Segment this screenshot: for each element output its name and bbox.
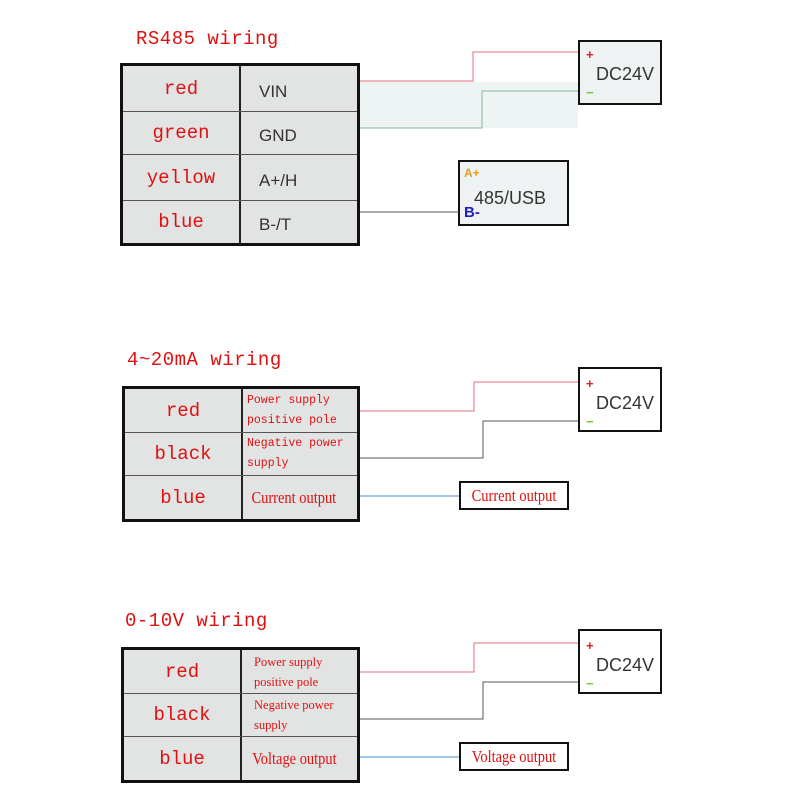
wire-red-vin — [360, 51, 578, 82]
wire-red-positive — [360, 381, 578, 412]
desc-text: Voltage output — [252, 748, 337, 768]
plus-terminal-icon: + — [586, 47, 594, 62]
minus-terminal-icon: − — [586, 85, 594, 100]
voltage-wiring-table: red Power supply positive pole black Neg… — [121, 647, 360, 783]
power-label: DC24V — [596, 393, 655, 413]
desc-line1: Negative power — [254, 698, 334, 712]
output-label: Voltage output — [471, 746, 557, 766]
wire-color-label: red — [125, 389, 243, 432]
wire-color-label: black — [124, 694, 242, 736]
dc24v-power-box: + DC24V − — [578, 629, 662, 694]
table-row: black Negative power supply — [124, 694, 357, 737]
wire-shade — [358, 82, 578, 128]
rs485-wiring-table: red VIN green GND yellow A+/H blue B-/T — [120, 63, 360, 246]
function-label: Current output — [243, 476, 357, 519]
wire-color-label: yellow — [123, 155, 241, 200]
desc-line2: supply — [254, 718, 288, 732]
desc-line2: positive pole — [254, 674, 319, 689]
signal-label: GND — [259, 126, 297, 145]
function-label: Voltage output — [242, 737, 357, 780]
current-wiring-table: red Power supply positive pole black Neg… — [122, 386, 360, 522]
wire-color-label: green — [123, 112, 241, 154]
function-label: Negative power supply — [242, 694, 357, 736]
table-row: yellow A+/H — [123, 155, 357, 201]
voltage-output-box: Voltage output — [459, 742, 569, 771]
desc-text: Current output — [251, 487, 337, 507]
wire-red-positive — [360, 642, 578, 673]
minus-terminal-icon: − — [586, 414, 594, 429]
signal-label: A+/H — [259, 170, 298, 190]
table-row: blue Voltage output — [124, 737, 357, 780]
wire-color-label: black — [125, 433, 243, 475]
power-label: DC24V — [596, 64, 655, 84]
wire-color-label: blue — [125, 476, 243, 519]
table-row: green GND — [123, 112, 357, 155]
power-label: DC24V — [596, 655, 655, 675]
a-plus-terminal: A+ — [464, 166, 480, 180]
wire-color-label: blue — [124, 737, 242, 780]
table-row: blue Current output — [125, 476, 357, 519]
wire-green-gnd — [360, 90, 578, 129]
function-label: Power supply positive pole — [242, 650, 357, 693]
converter-label: 485/USB — [474, 188, 547, 208]
table-row: red Power supply positive pole — [125, 389, 357, 433]
dc24v-power-box: + DC24V − — [578, 40, 662, 105]
table-row: blue B-/T — [123, 201, 357, 243]
desc-line2: positive pole — [247, 413, 337, 427]
current-section-title: 4~20mA wiring — [127, 349, 282, 371]
desc-line2: supply — [247, 457, 289, 470]
function-label: Power supply positive pole — [243, 389, 357, 432]
signal-label: VIN — [259, 81, 288, 101]
function-label: Negative power supply — [243, 433, 357, 475]
wire-color-label: red — [124, 650, 242, 693]
wire-black-negative — [360, 420, 578, 459]
table-row: red VIN — [123, 66, 357, 112]
table-row: red Power supply positive pole — [124, 650, 357, 694]
converter-485-usb-box: A+ 485/USB B- — [458, 160, 569, 226]
output-label: Current output — [471, 485, 557, 505]
signal-label: B-/T — [259, 215, 292, 234]
plus-terminal-icon: + — [586, 376, 594, 391]
current-output-box: Current output — [459, 481, 569, 510]
desc-line1: Power supply — [254, 654, 323, 669]
dc24v-power-box: + DC24V − — [578, 367, 662, 432]
plus-terminal-icon: + — [586, 638, 594, 653]
table-row: black Negative power supply — [125, 433, 357, 476]
wire-black-negative — [360, 681, 578, 720]
voltage-section-title: 0-10V wiring — [125, 610, 268, 632]
b-minus-terminal: B- — [464, 204, 480, 221]
rs485-title: RS485 wiring — [136, 28, 279, 50]
desc-line1: Negative power — [247, 437, 344, 450]
minus-terminal-icon: − — [586, 676, 594, 691]
wire-color-label: red — [123, 66, 241, 111]
wire-color-label: blue — [123, 201, 241, 243]
desc-line1: Power supply — [247, 393, 330, 407]
